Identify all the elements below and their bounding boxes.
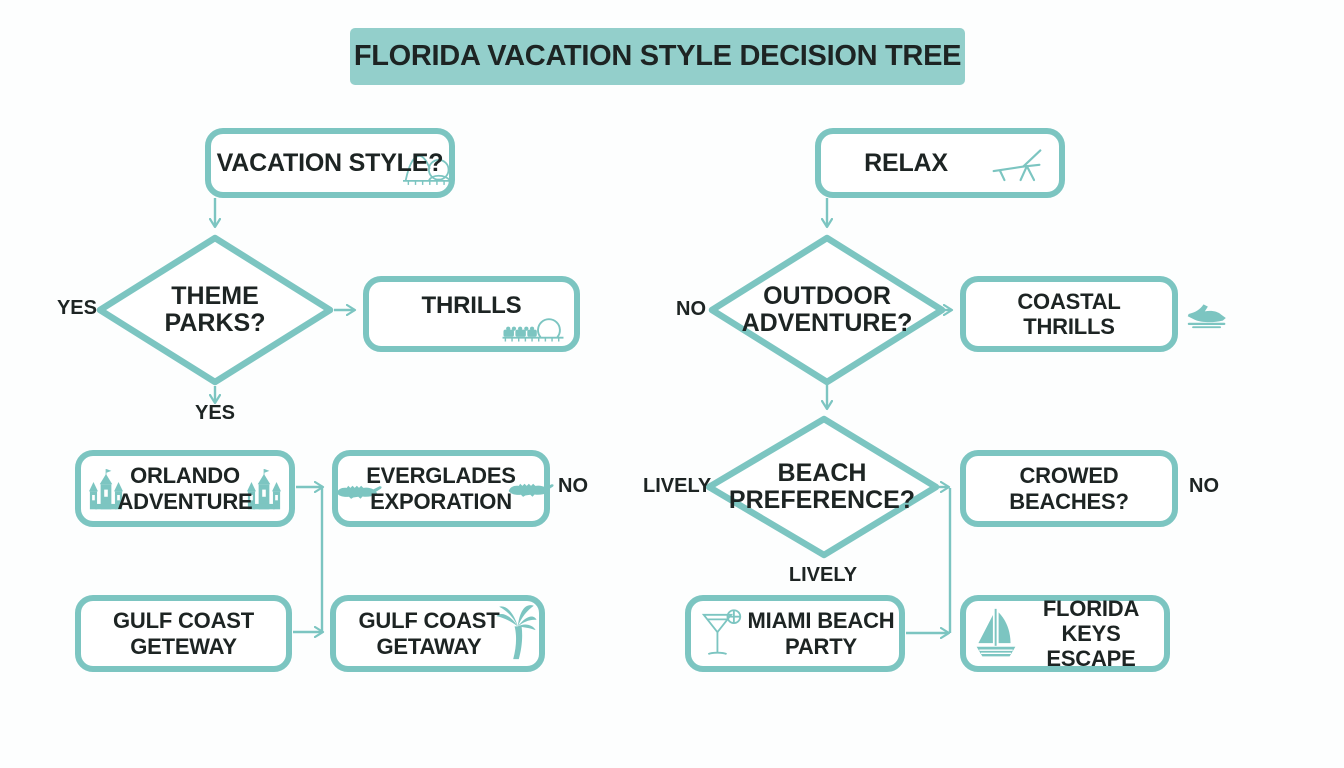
beach-chair-icon: [991, 144, 1043, 182]
jet-ski-icon: [1186, 299, 1228, 329]
diamond-beach-preference: [705, 415, 940, 559]
node-label: GULF COAST GETEWAY: [113, 608, 254, 659]
sailboat-icon: [974, 607, 1018, 660]
node-crowded-beaches: CROWED BEACHES?: [960, 450, 1178, 527]
node-label: RELAX: [864, 148, 948, 177]
node-thrills: THRILLS: [363, 276, 580, 352]
edge-label-lively-left: LIVELY: [643, 475, 712, 497]
edge-label-no-everglades: NO: [558, 475, 588, 497]
node-theme-parks-label: THEME PARKS?: [164, 281, 266, 337]
node-label: EVERGLADES EXPORATION: [366, 463, 516, 514]
node-label: GULF COAST GETAWAY: [358, 608, 500, 659]
edge-label-yes-down: YES: [194, 402, 236, 424]
node-relax: RELAX: [815, 128, 1065, 198]
roller-coaster-icon: [403, 140, 453, 187]
palm-tree-icon: [495, 603, 537, 661]
node-outdoor-adventure-label: OUTDOOR ADVENTURE?: [741, 281, 913, 337]
node-gulf-coast-geteway: GULF COAST GETEWAY: [75, 595, 292, 672]
diamond-theme-parks: [96, 234, 334, 386]
node-coastal-thrills: COASTAL THRILLS: [960, 276, 1226, 352]
roller-coaster-train-icon: [502, 302, 564, 342]
diamond-outdoor-adventure: [708, 234, 946, 386]
node-vacation-style: VACATION STYLE?: [205, 128, 455, 198]
node-orlando-adventure: ORLANDO ADVENTURE: [75, 450, 295, 527]
node-label: COASTAL THRILLS: [1017, 288, 1121, 339]
diagram-title: FLORIDA VACATION STYLE DECISION TREE: [350, 28, 965, 85]
node-beach-preference-label: BEACH PREFERENCE?: [728, 458, 916, 514]
edge-label-no-crowded: NO: [1189, 475, 1219, 497]
edge-label-lively-down: LIVELY: [788, 564, 858, 586]
node-label: CROWED BEACHES?: [1009, 463, 1129, 514]
node-label: FLORIDA KEYS ESCAPE: [1042, 595, 1140, 672]
alligator-icon: [336, 482, 382, 501]
node-label: ORLANDO ADVENTURE: [117, 463, 253, 514]
node-everglades-exporation: EVERGLADES EXPORATION: [332, 450, 554, 527]
edge-label-yes-left: YES: [56, 297, 97, 319]
alligator-icon: [508, 480, 554, 499]
node-label: VACATION STYLE?: [216, 148, 444, 177]
castle-icon: [247, 468, 281, 513]
edge-label-no-outdoor: NO: [676, 298, 706, 320]
node-florida-keys-escape: FLORIDA KEYS ESCAPE: [960, 595, 1170, 672]
node-gulf-coast-getaway: GULF COAST GETAWAY: [330, 595, 545, 672]
node-label: THRILLS: [421, 292, 522, 320]
castle-icon: [89, 468, 123, 513]
cocktail-icon: [701, 607, 743, 661]
node-miami-beach-party: MIAMI BEACH PARTY: [685, 595, 905, 672]
node-label: MIAMI BEACH PARTY: [747, 608, 895, 659]
